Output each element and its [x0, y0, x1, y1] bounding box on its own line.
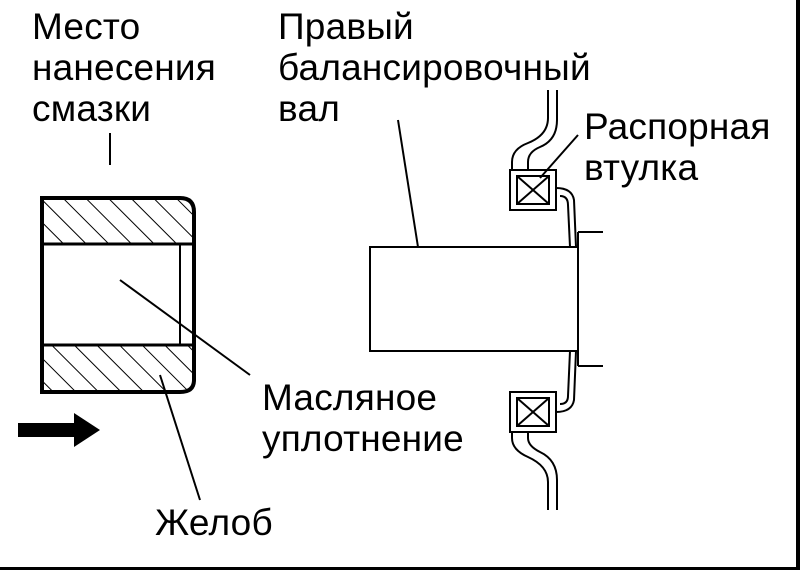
oil-seal-label: Масляное уплотнение [262, 377, 464, 459]
upper-bearing [509, 169, 557, 211]
housing-lower-contour [511, 430, 549, 510]
oil-seal-bottom-hatched-section [42, 345, 194, 391]
spacer-sleeve-label: Распорная втулка [584, 106, 771, 188]
oil-seal-outline [40, 196, 196, 394]
oil-seal-leader-line [119, 279, 251, 376]
bottom-border [0, 567, 800, 570]
lubrication-point-label: Место нанесения смазки [32, 6, 217, 129]
balance-shaft-leader-line [397, 119, 419, 248]
balance-shaft-body [369, 246, 579, 352]
spacer-sleeve-upper [555, 187, 577, 248]
right-arrow-icon [18, 413, 100, 447]
oil-seal-body [40, 196, 196, 394]
groove-leader-line [159, 374, 201, 501]
right-balance-shaft-label: Правый балансировочный вал [278, 6, 591, 129]
spacer-sleeve-leader-line [539, 134, 579, 179]
housing-upper-contour [511, 90, 549, 172]
oil-seal-top-hatched-section [42, 198, 194, 244]
lower-bearing [509, 391, 557, 433]
groove-label: Желоб [155, 502, 273, 543]
spacer-sleeve-lower [555, 350, 577, 413]
right-border [796, 0, 800, 570]
